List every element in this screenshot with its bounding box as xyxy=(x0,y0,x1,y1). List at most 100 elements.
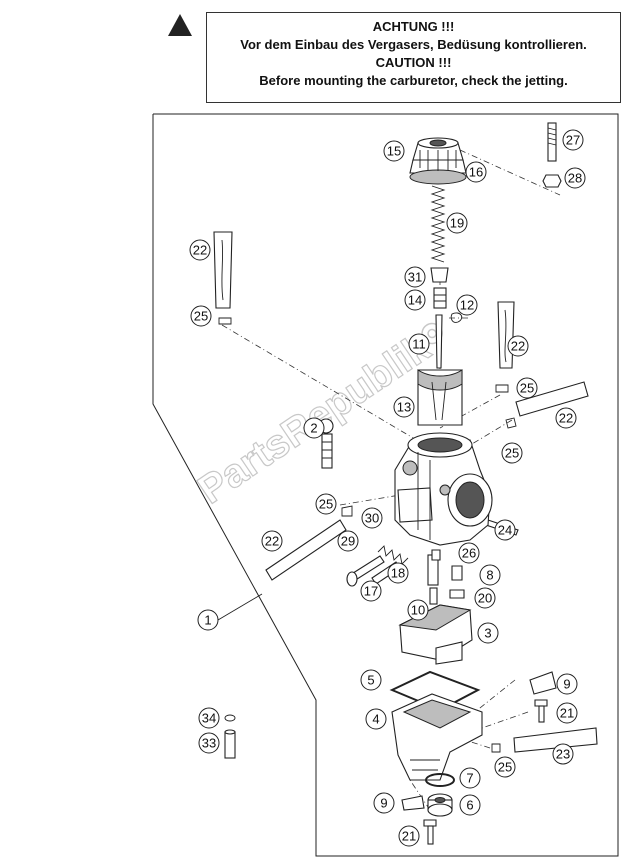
svg-text:25: 25 xyxy=(319,497,333,512)
callout-25: 25 xyxy=(494,756,516,778)
hose-clamps xyxy=(218,317,517,753)
svg-text:30: 30 xyxy=(365,511,379,526)
vent-tubes xyxy=(213,231,598,753)
callout-25: 25 xyxy=(190,305,212,327)
callout-11: 11 xyxy=(408,333,430,355)
callout-23: 23 xyxy=(552,743,574,765)
svg-text:14: 14 xyxy=(408,293,422,308)
svg-text:29: 29 xyxy=(341,534,355,549)
callout-8: 8 xyxy=(479,564,501,586)
callout-24: 24 xyxy=(494,519,516,541)
svg-text:16: 16 xyxy=(469,165,483,180)
svg-text:1: 1 xyxy=(204,613,211,628)
svg-text:25: 25 xyxy=(498,760,512,775)
callout-15: 15 xyxy=(383,140,405,162)
svg-text:21: 21 xyxy=(560,706,574,721)
throttle-slide xyxy=(417,369,463,426)
svg-text:20: 20 xyxy=(478,591,492,606)
notice-line-2: Vor dem Einbau des Vergasers, Bedüsung k… xyxy=(240,37,587,52)
callout-17: 17 xyxy=(360,580,382,602)
svg-text:28: 28 xyxy=(568,171,582,186)
svg-text:26: 26 xyxy=(462,546,476,561)
svg-text:15: 15 xyxy=(387,144,401,159)
callout-21: 21 xyxy=(398,825,420,847)
svg-text:23: 23 xyxy=(556,747,570,762)
needle-clip xyxy=(450,312,463,323)
svg-text:11: 11 xyxy=(412,337,426,352)
callout-29: 29 xyxy=(337,530,359,552)
callout-3: 3 xyxy=(477,622,499,644)
svg-text:13: 13 xyxy=(397,400,411,415)
main-jet-parts xyxy=(431,549,465,599)
svg-text:34: 34 xyxy=(202,711,216,726)
callout-18: 18 xyxy=(387,562,409,584)
callout-10: 10 xyxy=(407,599,429,621)
svg-text:7: 7 xyxy=(466,771,473,786)
callout-33: 33 xyxy=(198,732,220,754)
diagram-frame xyxy=(152,113,619,857)
idle-spring xyxy=(377,545,409,565)
bowl-bracket-bottom xyxy=(401,795,425,811)
callout-28: 28 xyxy=(564,167,586,189)
svg-text:25: 25 xyxy=(194,309,208,324)
callout-22: 22 xyxy=(555,407,577,429)
svg-text:25: 25 xyxy=(505,446,519,461)
callout-26: 26 xyxy=(458,542,480,564)
callout-13: 13 xyxy=(393,396,415,418)
svg-text:5: 5 xyxy=(367,673,374,688)
adjust-screw-and-nut xyxy=(542,122,562,188)
callout-22: 22 xyxy=(507,335,529,357)
svg-text:24: 24 xyxy=(498,523,512,538)
caution-notice-box: ACHTUNG !!! Vor dem Einbau des Vergasers… xyxy=(206,12,621,103)
callout-4: 4 xyxy=(365,708,387,730)
callout-6: 6 xyxy=(459,794,481,816)
jet-needle xyxy=(435,314,443,369)
callout-31: 31 xyxy=(404,266,426,288)
notice-line-1: ACHTUNG !!! xyxy=(372,19,455,34)
svg-text:27: 27 xyxy=(566,133,580,148)
svg-text:18: 18 xyxy=(391,566,405,581)
svg-text:12: 12 xyxy=(460,298,474,313)
svg-text:25: 25 xyxy=(520,381,534,396)
svg-text:4: 4 xyxy=(372,712,379,727)
part-1-leader xyxy=(217,593,263,621)
svg-text:33: 33 xyxy=(202,736,216,751)
plug-33 xyxy=(224,729,236,759)
svg-text:9: 9 xyxy=(380,796,387,811)
callout-34: 34 xyxy=(198,707,220,729)
callout-14: 14 xyxy=(404,289,426,311)
svg-text:31: 31 xyxy=(408,270,422,285)
svg-text:22: 22 xyxy=(265,534,279,549)
bowl-screws xyxy=(423,699,548,845)
svg-text:8: 8 xyxy=(486,568,493,583)
bowl-bracket-top xyxy=(529,671,557,695)
callout-9: 9 xyxy=(556,673,578,695)
callout-20: 20 xyxy=(474,587,496,609)
carburetor-body xyxy=(394,432,493,546)
carburetor-top-cap xyxy=(409,137,467,185)
drain-o-ring xyxy=(425,773,455,787)
callout-5: 5 xyxy=(360,669,382,691)
svg-text:17: 17 xyxy=(364,584,378,599)
callout-25: 25 xyxy=(501,442,523,464)
callout-25: 25 xyxy=(315,493,337,515)
callout-22: 22 xyxy=(189,239,211,261)
pilot-jet xyxy=(427,554,439,605)
callout-27: 27 xyxy=(562,129,584,151)
callout-30: 30 xyxy=(361,507,383,529)
throttle-spring xyxy=(430,185,446,263)
warning-triangle-icon xyxy=(168,14,192,36)
drain-plug xyxy=(427,793,453,817)
idle-screw xyxy=(346,555,385,587)
callout-9: 9 xyxy=(373,792,395,814)
svg-text:21: 21 xyxy=(402,829,416,844)
notice-line-3: CAUTION !!! xyxy=(375,55,452,70)
svg-text:10: 10 xyxy=(411,603,425,618)
callout-12: 12 xyxy=(456,294,478,316)
svg-text:3: 3 xyxy=(484,626,491,641)
callout-1: 1 xyxy=(197,609,219,631)
svg-text:22: 22 xyxy=(559,411,573,426)
callout-21: 21 xyxy=(556,702,578,724)
callout-16: 16 xyxy=(465,161,487,183)
